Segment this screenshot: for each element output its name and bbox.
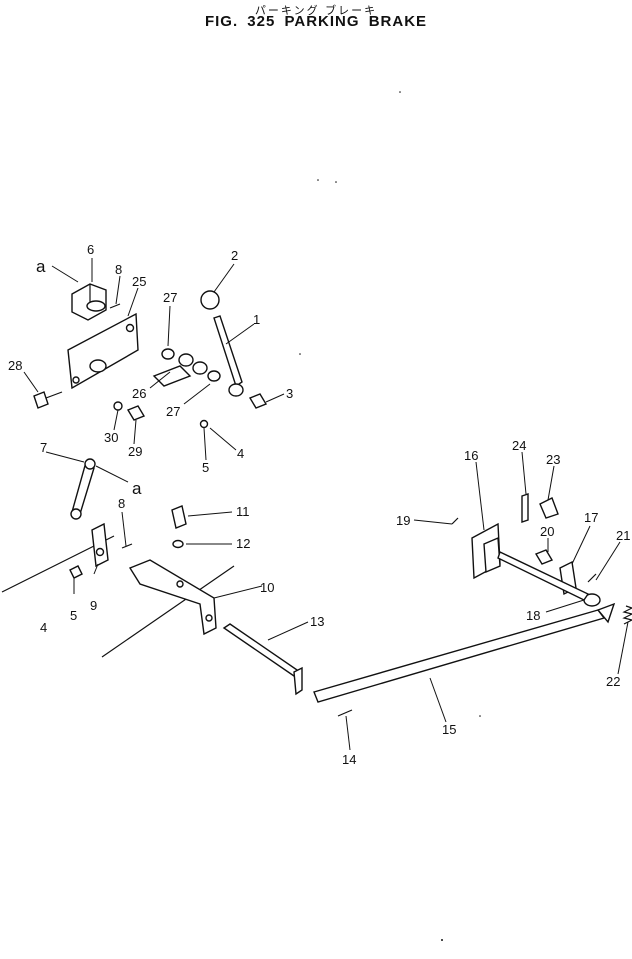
- part-5-washer-upper: [199, 419, 209, 429]
- callout-11: 11: [236, 504, 250, 519]
- part-4-bolt-lower: [69, 565, 83, 579]
- callout-19: 19: [396, 513, 410, 528]
- part-27-nut-lower: [207, 370, 221, 382]
- ref-a-lower: a: [132, 479, 142, 498]
- callout-1: 1: [253, 312, 260, 327]
- callout-27-lower: 27: [166, 404, 180, 419]
- part-14-pin: [337, 709, 353, 717]
- callout-21: 21: [616, 528, 630, 543]
- part-11-bolt: [171, 505, 187, 529]
- part-6-hinge-bracket: [71, 283, 107, 321]
- callout-29: 29: [128, 444, 142, 459]
- callout-13: 13: [310, 614, 324, 629]
- callout-15: 15: [442, 722, 456, 737]
- part-1-lever: [213, 315, 244, 397]
- callout-25: 25: [132, 274, 146, 289]
- callout-27-upper: 27: [163, 290, 177, 305]
- figure-title: FIG. 325 PARKING BRAKE: [204, 13, 428, 30]
- part-12-washer: [172, 539, 184, 549]
- callout-22: 22: [606, 674, 620, 689]
- callout-2: 2: [231, 248, 238, 263]
- callout-16: 16: [464, 448, 478, 463]
- part-22-spring: [622, 605, 632, 625]
- print-specks: [299, 91, 481, 941]
- callout-17: 17: [584, 510, 598, 525]
- callout-4-lower: 4: [40, 620, 47, 635]
- callout-30: 30: [104, 430, 118, 445]
- part-10-bracket: [128, 559, 217, 636]
- part-29-bolt: [126, 405, 146, 421]
- part-21-cotter-pin: [587, 573, 597, 583]
- callout-26: 26: [132, 386, 146, 401]
- part-19-pin: [451, 517, 459, 525]
- part-27-collar: [178, 353, 194, 367]
- callout-18: 18: [526, 608, 540, 623]
- callout-6: 6: [87, 242, 94, 257]
- callout-9: 9: [90, 598, 97, 613]
- callout-4-upper: 4: [237, 446, 244, 461]
- callout-8-lower: 8: [118, 496, 125, 511]
- part-27-nut-upper: [161, 348, 175, 360]
- callout-labels: a 6 8 25 2 1 27 28 26 27 3 30 29 4 5 7 a…: [8, 242, 630, 767]
- part-7-link: [70, 458, 96, 520]
- callout-28: 28: [8, 358, 22, 373]
- ref-a-upper: a: [36, 257, 46, 276]
- part-8-pin-upper: [109, 303, 121, 309]
- part-23-bolt: [539, 497, 559, 519]
- callout-5-upper: 5: [202, 460, 209, 475]
- callout-24: 24: [512, 438, 526, 453]
- part-13-rod: [222, 623, 303, 696]
- part-20-bolt: [534, 549, 554, 565]
- figure-title-japanese: パーキング ブレーキ: [254, 4, 378, 17]
- part-24-washer: [521, 493, 529, 523]
- part-9-bracket: [91, 522, 109, 568]
- callout-14: 14: [342, 752, 356, 767]
- part-27-collar-b: [192, 361, 208, 375]
- callout-7: 7: [40, 440, 47, 455]
- part-3-bolt: [248, 393, 268, 409]
- part-8-pin-lower: [121, 543, 133, 549]
- part-2-knob: [200, 290, 220, 310]
- part-30-washer: [113, 401, 123, 411]
- callout-3: 3: [286, 386, 293, 401]
- leader-lines: [23, 258, 629, 751]
- part-26-shim: [152, 365, 192, 387]
- callout-5-lower: 5: [70, 608, 77, 623]
- part-16-plate: [471, 522, 501, 580]
- part-15-long-rod: [313, 602, 616, 703]
- callout-8-upper: 8: [115, 262, 122, 277]
- callout-23: 23: [546, 452, 560, 467]
- part-25-plate: [67, 312, 139, 390]
- part-28-bolt: [33, 391, 63, 409]
- callout-10: 10: [260, 580, 274, 595]
- callout-12: 12: [236, 536, 250, 551]
- callout-20: 20: [540, 524, 554, 539]
